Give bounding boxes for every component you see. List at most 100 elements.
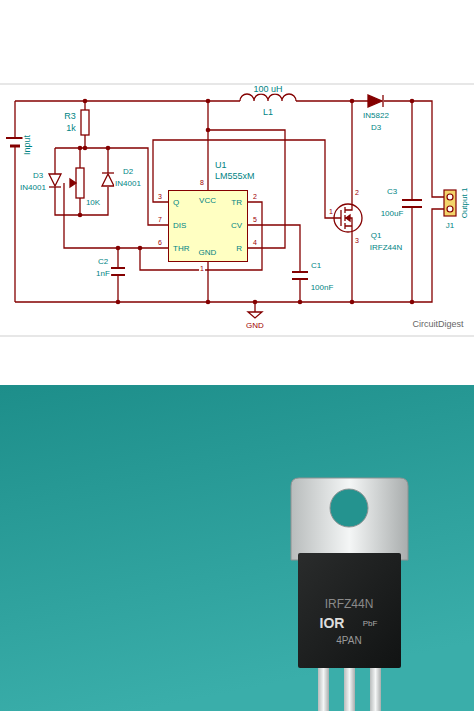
part-label: R3 bbox=[63, 112, 77, 121]
wire bbox=[345, 101, 352, 302]
pin-name: VCC bbox=[199, 197, 216, 205]
part-label: C1 bbox=[310, 262, 322, 270]
battery-symbol bbox=[10, 145, 20, 148]
wire bbox=[207, 262, 208, 302]
photo-background bbox=[0, 385, 474, 711]
inductor-symbol bbox=[240, 94, 296, 101]
photo-background bbox=[0, 385, 474, 711]
pin-name: TR bbox=[231, 199, 242, 207]
wire bbox=[55, 148, 108, 215]
pin-label: 2 bbox=[252, 193, 258, 200]
wire bbox=[296, 100, 368, 101]
pin-label: 7 bbox=[157, 216, 163, 223]
diode-symbol bbox=[368, 95, 382, 107]
junction-dot bbox=[350, 99, 355, 104]
mosfet-package bbox=[291, 478, 408, 560]
wire bbox=[79, 148, 80, 215]
pin-label: 1 bbox=[328, 208, 334, 215]
wire bbox=[384, 101, 444, 197]
part-label: C2 bbox=[97, 258, 109, 266]
part-label: J1 bbox=[445, 222, 455, 230]
connector-symbol bbox=[447, 194, 453, 200]
junction-dot bbox=[116, 246, 121, 251]
potentiometer-symbol bbox=[76, 168, 84, 198]
part-label: IN5822 bbox=[362, 112, 390, 120]
junction-dot bbox=[116, 300, 121, 305]
part-label: IN4001 bbox=[19, 184, 47, 192]
pin-label: 1 bbox=[199, 265, 205, 272]
connector-symbol bbox=[444, 190, 456, 216]
part-label: 100uF bbox=[380, 210, 405, 218]
diode-symbol bbox=[49, 95, 383, 187]
potentiometer-symbol bbox=[70, 168, 84, 198]
junction-dot bbox=[83, 146, 88, 151]
part-label: U1 bbox=[215, 161, 227, 170]
resistor-symbol bbox=[81, 110, 89, 135]
battery-symbol bbox=[6, 138, 24, 146]
schematic-frame bbox=[0, 336, 474, 337]
resistor-symbol bbox=[81, 110, 89, 135]
part-label: 100nF bbox=[310, 284, 335, 292]
junction-dot bbox=[78, 99, 415, 305]
part-label: C3 bbox=[386, 188, 398, 196]
ground-symbol bbox=[248, 312, 262, 318]
diode-symbol bbox=[49, 186, 61, 187]
wire bbox=[411, 101, 412, 302]
package-marking: IRFZ44N bbox=[324, 598, 375, 610]
potentiometer-symbol bbox=[70, 179, 76, 187]
capacitor-symbol bbox=[292, 278, 308, 280]
pin-label: 5 bbox=[252, 216, 258, 223]
part-label: CircuitDigest bbox=[411, 320, 464, 329]
capacitor-symbol bbox=[402, 199, 422, 201]
part-label: L1 bbox=[262, 108, 274, 117]
part-label: IRFZ44N bbox=[369, 244, 403, 252]
part-label: 1nF bbox=[95, 270, 111, 278]
capacitor-symbol bbox=[111, 274, 125, 276]
wire bbox=[84, 101, 85, 148]
pin-name: Q bbox=[173, 199, 179, 207]
part-label: 100 uH bbox=[252, 85, 283, 94]
inductor-symbol bbox=[240, 94, 296, 101]
schematic-frame bbox=[0, 84, 474, 336]
part-label: IN4001 bbox=[114, 180, 142, 188]
battery-symbol bbox=[6, 137, 24, 139]
capacitor-symbol bbox=[111, 267, 125, 269]
pin-label: 3 bbox=[157, 193, 163, 200]
mosfet-symbol bbox=[340, 210, 341, 226]
junction-dot bbox=[206, 99, 211, 104]
junction-dot bbox=[106, 146, 111, 151]
diode-symbol bbox=[102, 174, 114, 186]
mosfet-package bbox=[298, 553, 401, 668]
part-label: 10K bbox=[85, 199, 101, 207]
junction-dot bbox=[350, 300, 355, 305]
part-label: Output 1 bbox=[461, 187, 469, 220]
diode-symbol bbox=[382, 95, 383, 107]
mosfet-package bbox=[291, 478, 408, 711]
mosfet-symbol bbox=[334, 204, 362, 232]
junction-dot bbox=[78, 213, 83, 218]
mosfet-symbol bbox=[346, 215, 350, 221]
wire bbox=[15, 101, 444, 312]
junction-dot bbox=[206, 128, 211, 133]
pin-name: DIS bbox=[173, 222, 186, 230]
pin-label: 6 bbox=[157, 239, 163, 246]
mosfet-symbol bbox=[344, 223, 345, 229]
part-label: D3 bbox=[32, 172, 44, 180]
junction-dot bbox=[138, 246, 143, 251]
junction-dot bbox=[410, 300, 415, 305]
junction-dot bbox=[410, 99, 415, 104]
part-label: 1k bbox=[65, 124, 77, 133]
package-marking: IOR bbox=[319, 616, 346, 630]
pin-name: R bbox=[236, 245, 242, 253]
part-label: D2 bbox=[122, 168, 134, 176]
mosfet-package bbox=[330, 489, 368, 527]
part-label: Input bbox=[23, 134, 32, 156]
pin-name: CV bbox=[231, 222, 242, 230]
junction-dot bbox=[206, 300, 211, 305]
pin-label: 3 bbox=[354, 237, 360, 244]
wire bbox=[55, 148, 168, 225]
ic-box: U1LM555xMQDISTHRVCCGNDTRCVR bbox=[168, 190, 248, 262]
